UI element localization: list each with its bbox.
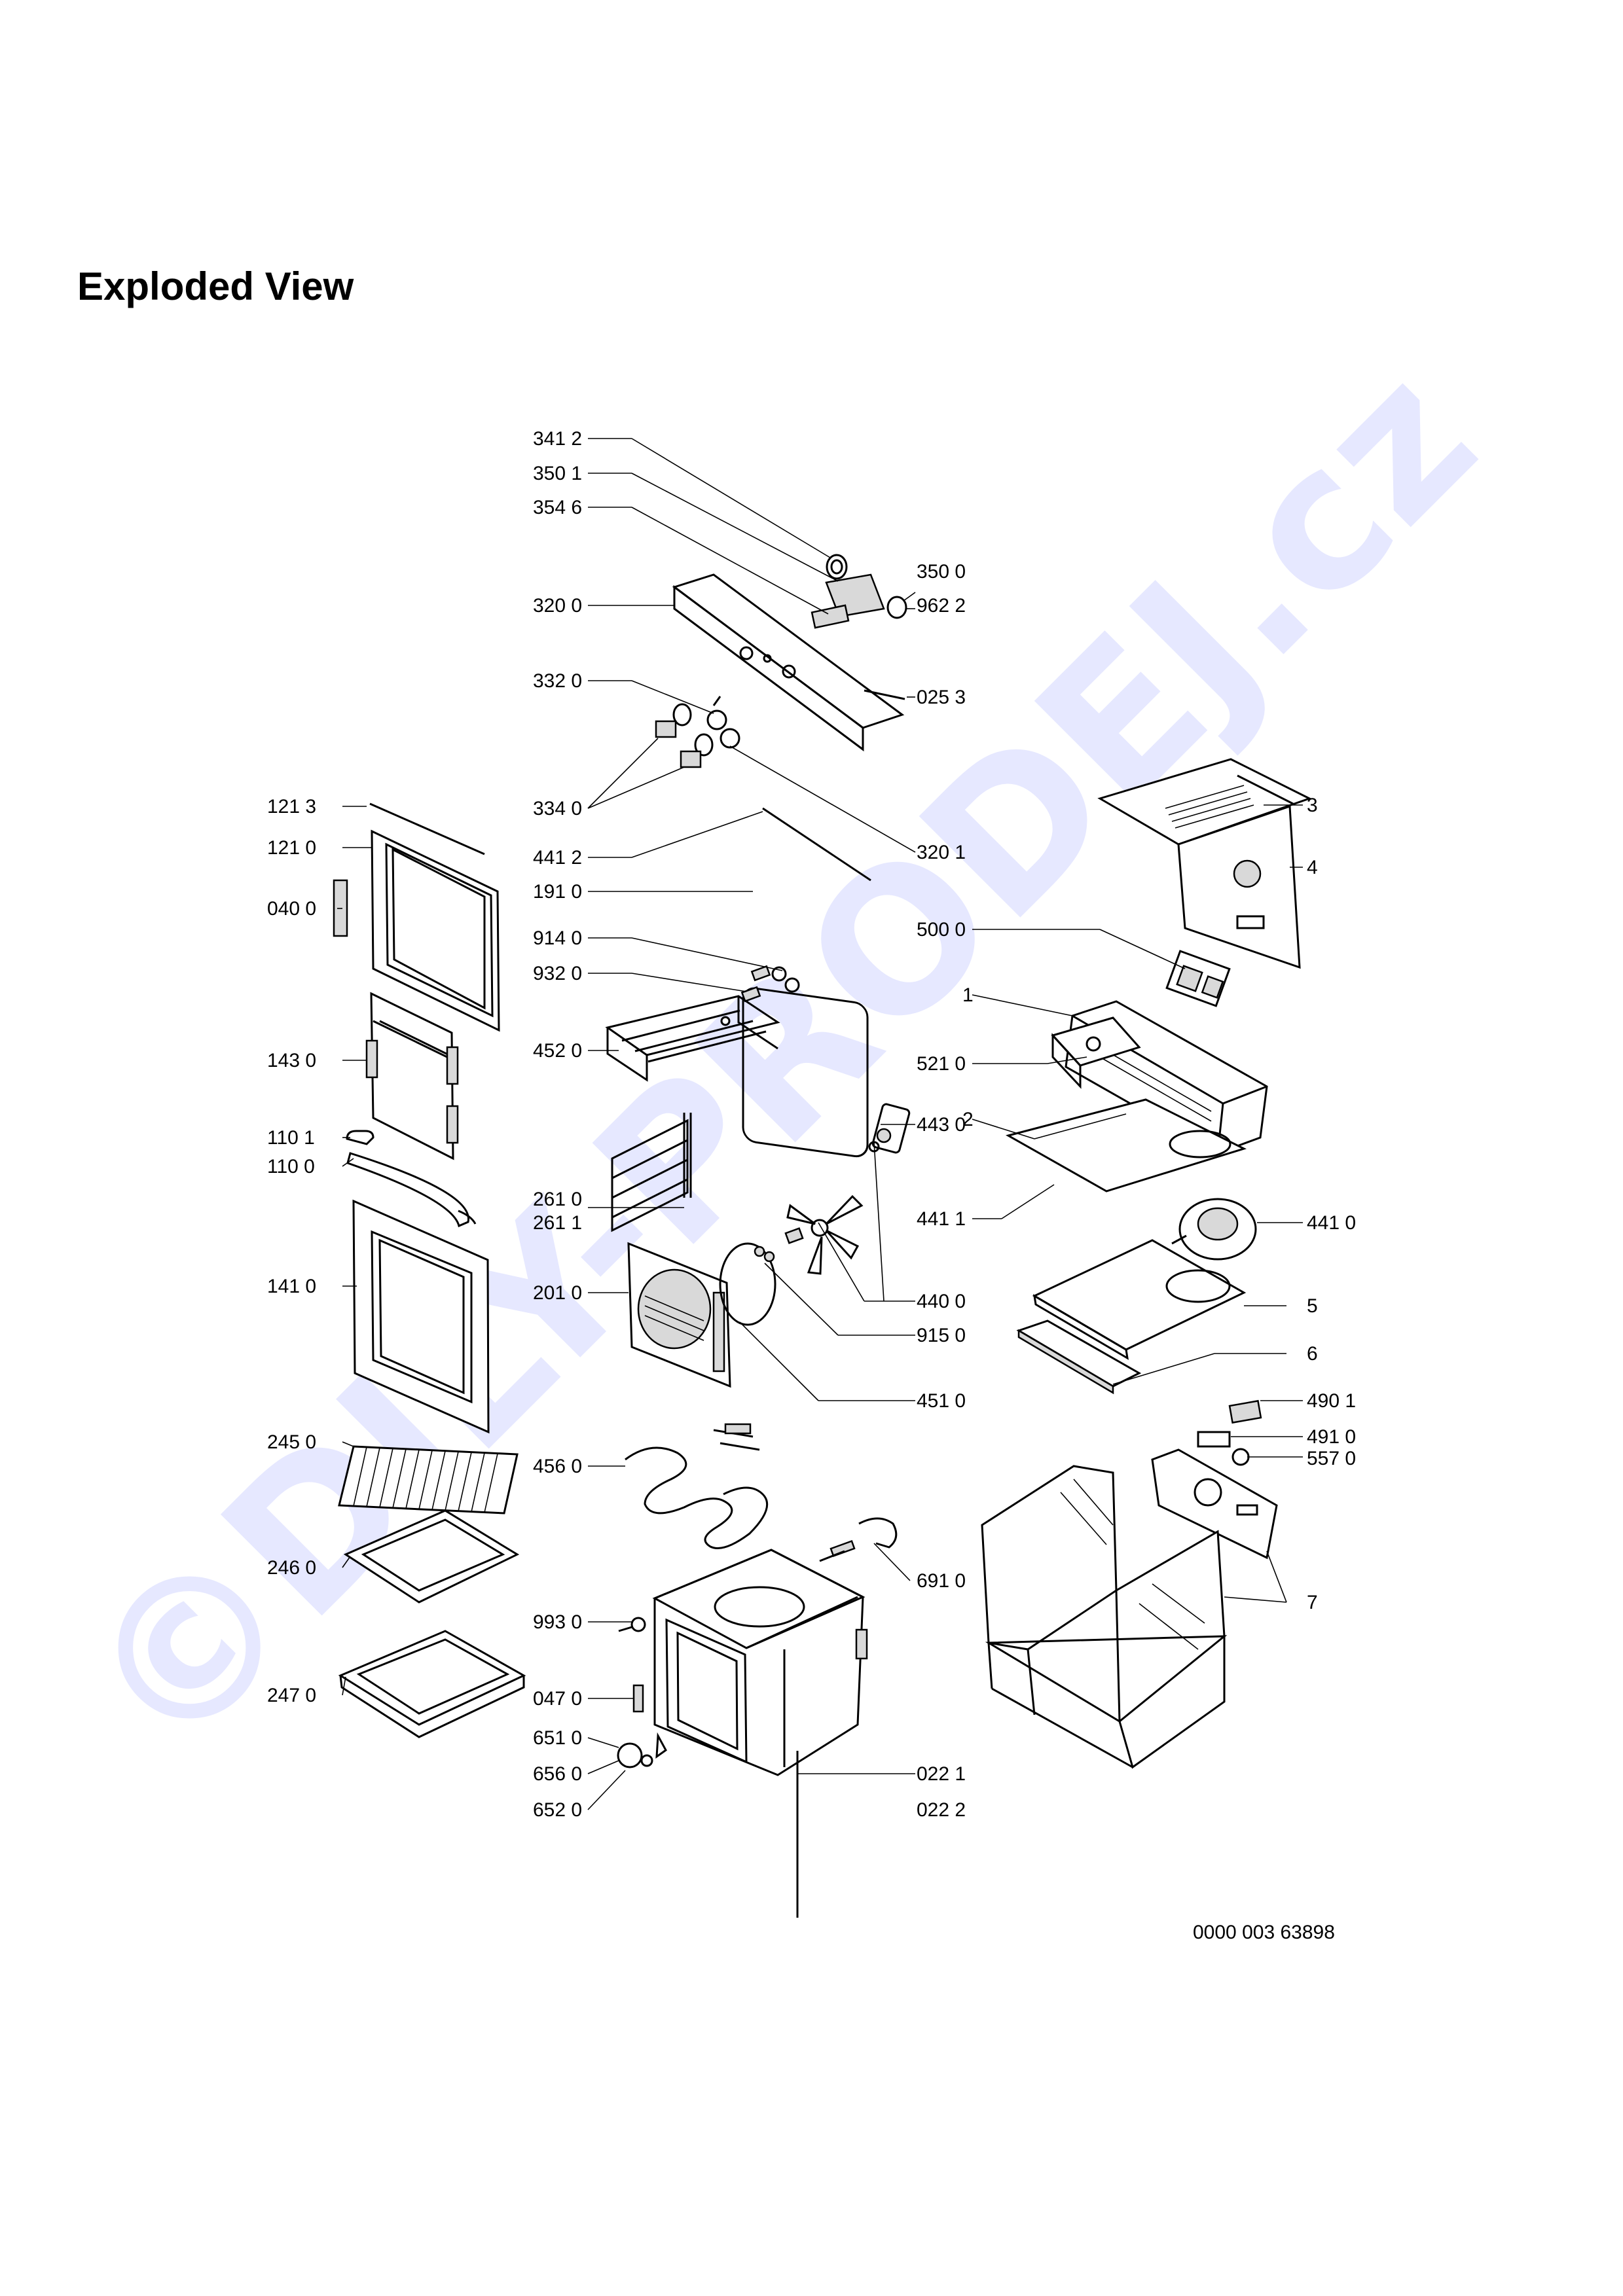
callout-3: 3 (1307, 795, 1318, 816)
base-plate-icon (1016, 1319, 1142, 1395)
top-cover-icon (1097, 758, 1312, 846)
door-seal-icon (742, 807, 871, 1158)
housing-frame-icon (981, 1465, 1228, 1769)
fan-icon (784, 1194, 864, 1275)
fan-motor-icon (868, 1103, 911, 1154)
callout-261-0: 261 0 (533, 1189, 582, 1210)
inner-glass-icon (365, 992, 459, 1160)
callout-440-0: 440 0 (917, 1291, 966, 1312)
callout-500-0: 500 0 (917, 919, 966, 941)
callout-350-1: 350 1 (533, 463, 582, 484)
oven-door-icon (333, 802, 500, 1032)
callout-557-0: 557 0 (1307, 1448, 1356, 1469)
callout-5: 5 (1307, 1295, 1318, 1317)
switch-module-icon (811, 554, 907, 629)
baking-tray-icon (343, 1509, 520, 1604)
callout-7: 7 (1307, 1592, 1318, 1613)
deep-tray-icon (338, 1630, 526, 1738)
callout-691-0: 691 0 (917, 1570, 966, 1592)
side-rails-icon (611, 1113, 692, 1232)
callout-350-0: 350 0 (917, 561, 966, 583)
callout-452-0: 452 0 (533, 1040, 582, 1062)
switch-block-icon (1051, 1016, 1141, 1089)
callout-441-2: 441 2 (533, 847, 582, 869)
callout-962-2: 962 2 (917, 595, 966, 617)
terminal-icon (1197, 1399, 1262, 1466)
callout-932-0: 932 0 (533, 963, 582, 984)
callout-6: 6 (1307, 1343, 1318, 1365)
callout-143-0: 143 0 (267, 1050, 316, 1071)
bottom-shelf-icon (1032, 1239, 1247, 1360)
callout-201-0: 201 0 (533, 1282, 582, 1304)
grill-rack-icon (605, 995, 780, 1082)
oven-rack-icon (338, 1445, 519, 1515)
callout-652-0: 652 0 (533, 1799, 582, 1821)
callout-441-1: 441 1 (917, 1208, 966, 1230)
callout-047-0: 047 0 (533, 1688, 582, 1710)
heating-element-icon (625, 1423, 769, 1549)
callout-040-0: 040 0 (267, 898, 316, 920)
side-panel-icon (1151, 1448, 1278, 1560)
callout-656-0: 656 0 (533, 1763, 582, 1785)
callout-490-1: 490 1 (1307, 1390, 1356, 1412)
callout-121-3: 121 3 (267, 796, 316, 817)
callout-441-0: 441 0 (1307, 1212, 1356, 1234)
control-knobs-icon (655, 696, 740, 768)
door-handle-icon (346, 1130, 477, 1228)
callout-110-1: 110 1 (267, 1127, 315, 1149)
callout-521-0: 521 0 (917, 1053, 966, 1075)
callout-247-0: 247 0 (267, 1685, 316, 1706)
callout-022-1: 022 1 (917, 1763, 966, 1785)
callout-191-0: 191 0 (533, 881, 582, 903)
callout-4: 4 (1307, 857, 1318, 878)
cavity-fittings-icon (617, 1617, 667, 1768)
bulb-cover-icon (819, 1517, 898, 1562)
callout-451-0: 451 0 (917, 1390, 966, 1412)
back-panel-icon (1177, 804, 1301, 969)
callout-022-2: 022 2 (917, 1799, 966, 1821)
callout-320-0: 320 0 (533, 595, 582, 617)
control-panel-icon (672, 573, 905, 751)
insulation-plate-icon (1006, 1098, 1247, 1193)
callout-141-0: 141 0 (267, 1276, 316, 1297)
callout-121-0: 121 0 (267, 837, 316, 859)
callout-443-0: 443 0 (917, 1114, 966, 1136)
outer-door-glass-icon (352, 1199, 490, 1434)
callout-2: 2 (962, 1109, 974, 1130)
callout-914-0: 914 0 (533, 927, 582, 949)
callout-1: 1 (962, 984, 974, 1006)
cooling-fan-icon (1171, 1198, 1257, 1261)
page-title: Exploded View (77, 264, 354, 308)
fan-ring-icon (719, 1242, 776, 1326)
callout-491-0: 491 0 (1307, 1426, 1356, 1448)
callout-246-0: 246 0 (267, 1557, 316, 1579)
callout-334-0: 334 0 (533, 798, 582, 819)
callout-993-0: 993 0 (533, 1611, 582, 1633)
callout-354-6: 354 6 (533, 497, 582, 518)
callout-651-0: 651 0 (533, 1727, 582, 1749)
callout-332-0: 332 0 (533, 670, 582, 692)
leader-lines (337, 438, 1303, 1810)
oven-cavity-icon (652, 1549, 868, 1776)
drawing-number: 0000 003 63898 (1193, 1922, 1335, 1943)
callout-245-0: 245 0 (267, 1431, 316, 1453)
callout-456-0: 456 0 (533, 1456, 582, 1477)
callout-915-0: 915 0 (917, 1325, 966, 1346)
callout-labels: 341 2 350 1 354 6 350 0 962 2 320 0 025 … (267, 428, 1356, 1821)
callout-110-0: 110 0 (267, 1156, 315, 1177)
control-unit-icon (1165, 950, 1231, 1007)
callout-025-3: 025 3 (917, 687, 966, 708)
callout-341-2: 341 2 (533, 428, 582, 450)
callout-320-1: 320 1 (917, 842, 966, 863)
rear-panel-icon (627, 1242, 731, 1388)
callout-261-1: 261 1 (533, 1212, 582, 1234)
